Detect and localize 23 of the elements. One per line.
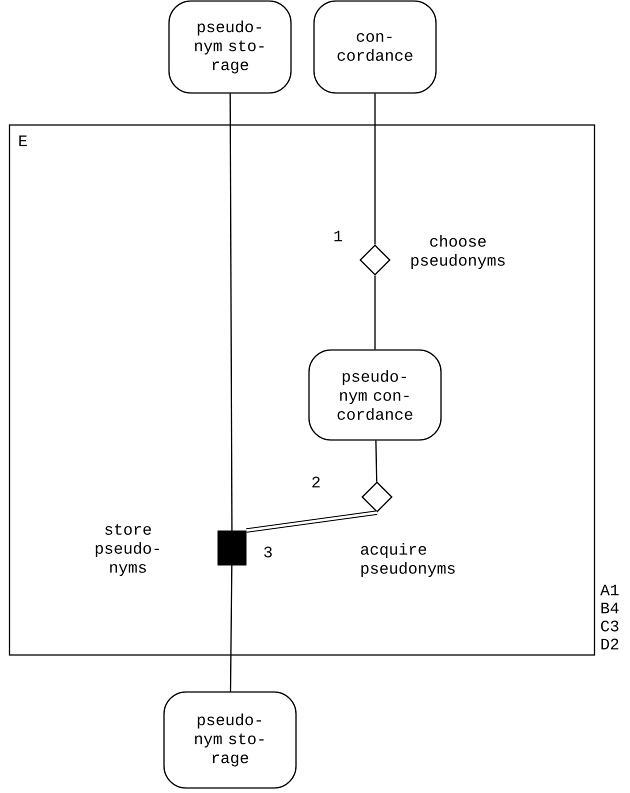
code-label: D2: [601, 638, 618, 650]
connector-line: [374, 94, 376, 244]
step-number: 1: [334, 230, 342, 242]
frame-box: [8, 124, 596, 656]
step-number: 2: [312, 476, 320, 488]
frame-label: E: [19, 136, 27, 146]
process-box: [218, 530, 246, 566]
code-label: B4: [601, 602, 619, 614]
step-label: store pseudo- nyms: [96, 524, 159, 576]
terminal-box: con- cordance: [313, 0, 437, 94]
terminal-box: pseudo- nym sto- rage: [168, 0, 292, 94]
connector-line: [230, 566, 232, 692]
step-label: choose pseudonyms: [411, 235, 505, 269]
code-label: C3: [601, 620, 618, 632]
step-number: 3: [264, 546, 272, 558]
terminal-box: pseudo- nym sto- rage: [163, 691, 297, 789]
connector-line: [246, 510, 378, 533]
connector-line: [230, 94, 233, 530]
terminal-box: pseudo- nym con- cordance: [308, 349, 442, 441]
connector-line: [375, 440, 378, 482]
step-label: acquire pseudonyms: [361, 543, 455, 577]
code-label: A1: [600, 584, 619, 596]
connector-line: [374, 276, 376, 350]
